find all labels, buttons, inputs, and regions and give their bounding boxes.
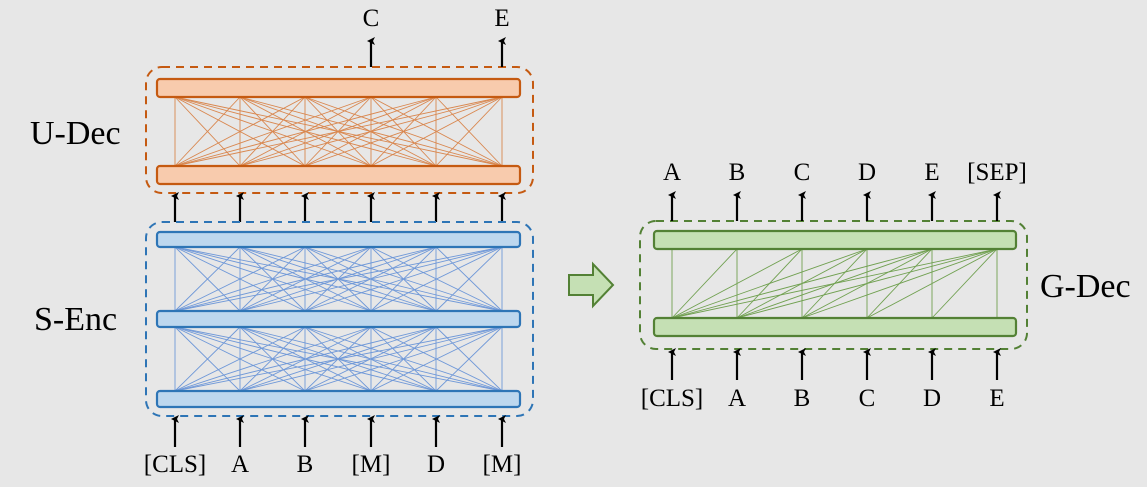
g-dec-output-token: C	[794, 159, 811, 186]
right-arrow-icon	[568, 261, 615, 309]
s-enc-attention-line	[239, 246, 503, 312]
g-dec-bottom-layer	[652, 316, 1018, 338]
g-dec-attention-line	[671, 248, 803, 319]
g-dec-top-layer	[652, 229, 1018, 251]
s-enc-attention-line	[435, 326, 503, 392]
u-dec-output-token: C	[363, 5, 380, 32]
g-dec-input-token: [CLS]	[641, 385, 704, 412]
s-enc-block	[145, 221, 534, 417]
s-enc-to-u-dec-arrows	[171, 192, 506, 222]
s-enc-attention-line	[304, 246, 503, 312]
u-dec-attention-line	[174, 96, 241, 167]
s-enc-input-token: [M]	[483, 451, 522, 478]
s-enc-inputs: [CLS] A B [M] D [M]	[144, 415, 522, 478]
s-enc-attention-line	[174, 326, 241, 392]
s-enc-attention-line	[239, 326, 503, 392]
s-enc-layer-bottom	[155, 389, 522, 409]
g-dec-output-token: [SEP]	[967, 159, 1027, 186]
s-enc-attention-line	[174, 326, 437, 392]
s-enc-attention-line	[435, 246, 503, 312]
u-dec-attention-lines	[174, 96, 503, 167]
g-dec-input-token: D	[923, 385, 941, 412]
g-dec-attention-line	[671, 248, 998, 319]
g-dec-input-token: B	[794, 385, 811, 412]
g-dec-attention-line	[736, 248, 998, 319]
u-dec-bottom-layer	[155, 164, 522, 186]
s-enc-layer-top	[155, 230, 522, 249]
g-dec-label: G-Dec	[1040, 268, 1131, 305]
g-dec-attention-line	[671, 248, 933, 319]
u-dec-output-token: E	[494, 5, 509, 32]
g-dec-block	[639, 220, 1028, 350]
s-enc-attention-lines	[174, 246, 503, 392]
g-dec-output-token: A	[663, 159, 681, 186]
g-dec-input-token: E	[989, 385, 1004, 412]
u-dec-attention-line	[304, 96, 503, 167]
u-dec-attention-line	[435, 96, 503, 167]
g-dec-outputs: A B C D E [SEP]	[663, 159, 1027, 221]
u-dec-attention-line	[239, 96, 503, 167]
u-dec-dashed-box	[145, 66, 534, 194]
s-enc-attention-line	[174, 326, 306, 392]
u-dec-attention-line	[174, 96, 503, 167]
s-enc-attention-line	[174, 246, 306, 312]
g-dec-dashed-box	[639, 220, 1028, 350]
s-enc-attention-line	[174, 246, 503, 312]
g-dec-input-token: C	[859, 385, 876, 412]
g-dec-causal-attention-lines	[671, 248, 998, 319]
g-dec-attention-line	[931, 248, 998, 319]
s-enc-dashed-box	[145, 221, 534, 417]
s-enc-attention-line	[174, 246, 437, 312]
s-enc-input-token: D	[427, 451, 445, 478]
u-dec-label: U-Dec	[30, 115, 121, 152]
u-dec-attention-line	[174, 96, 437, 167]
u-dec-top-layer	[155, 77, 522, 99]
g-dec-output-token: E	[924, 159, 939, 186]
s-enc-attention-line	[370, 246, 503, 312]
s-enc-input-token: [CLS]	[144, 451, 207, 478]
s-enc-attention-line	[304, 326, 503, 392]
s-enc-attention-line	[174, 246, 372, 312]
u-dec-block	[145, 66, 534, 194]
s-enc-layer-middle	[155, 309, 522, 329]
g-dec-input-token: A	[728, 385, 746, 412]
g-dec-output-token: D	[858, 159, 876, 186]
s-enc-input-token: A	[231, 451, 249, 478]
s-enc-attention-line	[174, 246, 241, 312]
g-dec-attention-line	[671, 248, 868, 319]
s-enc-input-token: B	[297, 451, 314, 478]
s-enc-input-token: [M]	[352, 451, 391, 478]
s-enc-attention-line	[370, 326, 503, 392]
s-enc-attention-line	[174, 326, 372, 392]
g-dec-output-token: B	[729, 159, 746, 186]
u-dec-attention-line	[174, 96, 372, 167]
g-dec-inputs: [CLS] A B C D E	[641, 348, 1005, 412]
s-enc-attention-line	[174, 326, 503, 392]
u-dec-attention-line	[370, 96, 503, 167]
u-dec-attention-line	[174, 96, 306, 167]
s-enc-label: S-Enc	[34, 301, 117, 338]
g-dec-attention-line	[801, 248, 998, 319]
g-dec-attention-line	[866, 248, 998, 319]
g-dec-attention-line	[671, 248, 738, 319]
